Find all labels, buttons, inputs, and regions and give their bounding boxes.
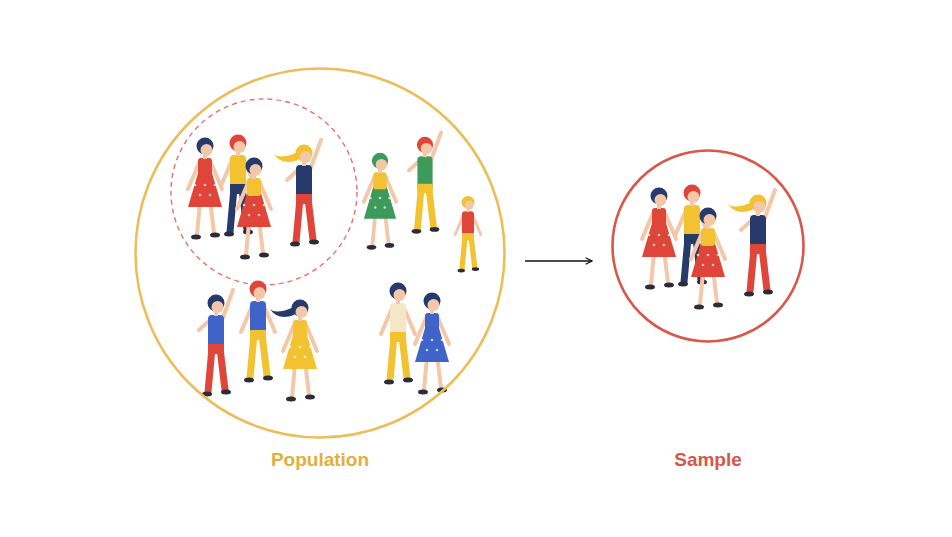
dancer-figure xyxy=(241,281,275,383)
sample-crowd xyxy=(642,185,775,310)
node-heading: Sample xyxy=(674,449,742,472)
dancer-figure xyxy=(455,196,481,273)
dancer-figure xyxy=(188,138,222,240)
dancer-figure xyxy=(728,190,775,297)
population-crowd xyxy=(188,133,481,402)
arrow-connector xyxy=(525,260,592,262)
dancer-figure xyxy=(237,158,271,260)
dancer-figure xyxy=(270,300,317,402)
circle-outline xyxy=(134,67,506,439)
dancer-figure xyxy=(381,283,415,385)
dancer-figure xyxy=(364,153,396,250)
dancer-figure xyxy=(642,188,676,290)
circle-outline xyxy=(611,149,805,343)
sample-selection-outline xyxy=(171,99,357,285)
sample-circle: Sample xyxy=(611,149,805,476)
dancer-figure xyxy=(274,140,321,247)
dancer-figure xyxy=(409,133,441,234)
dancer-figure xyxy=(199,290,233,397)
node-heading: Population xyxy=(271,449,369,472)
population-circle: Population xyxy=(134,67,506,476)
dancer-figure xyxy=(415,293,449,395)
dancer-figure xyxy=(691,208,725,310)
